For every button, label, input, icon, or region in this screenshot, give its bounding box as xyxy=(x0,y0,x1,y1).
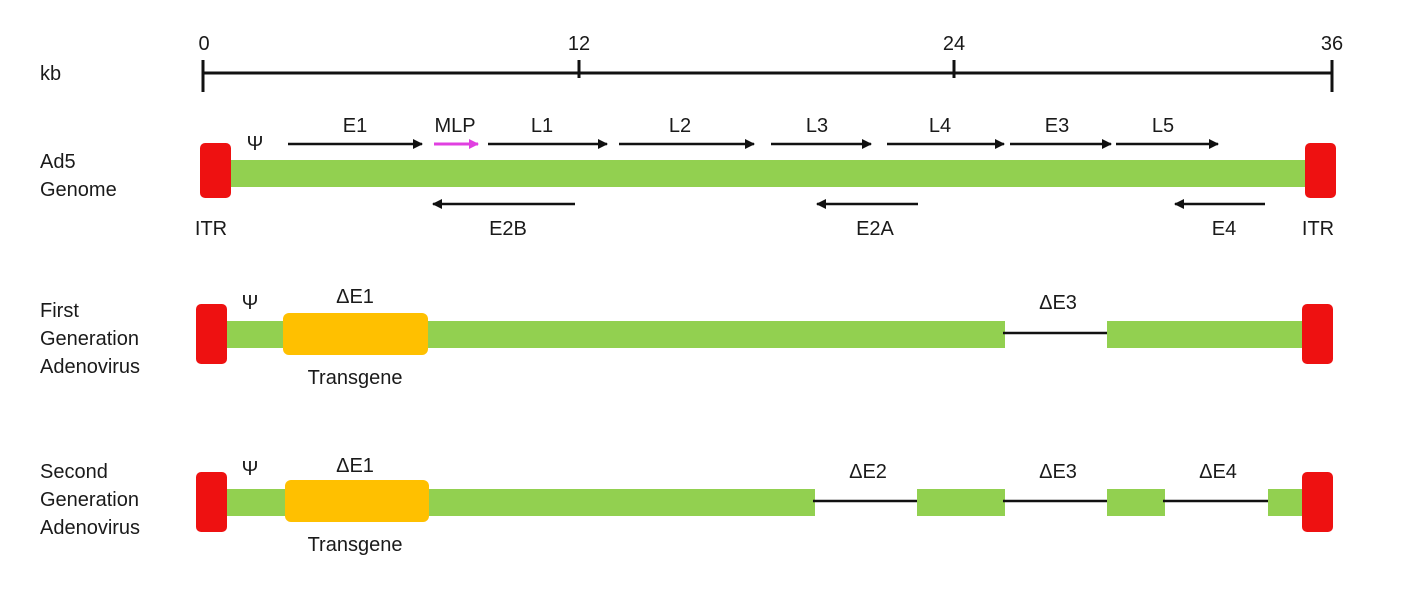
second-genome-bar-3 xyxy=(1107,489,1165,516)
second-itr-right xyxy=(1302,472,1333,532)
first-delta-e1-label: ΔE1 xyxy=(336,286,374,308)
second-generation-row: Second Generation Adenovirus Ψ ΔE1 ΔE2 Δ… xyxy=(40,455,1333,556)
ad5-genome-bar xyxy=(228,160,1310,187)
e4-label: E4 xyxy=(1212,218,1236,240)
second-label-line-1: Second xyxy=(40,461,108,483)
mlp-label: MLP xyxy=(434,115,475,137)
e3-label: E3 xyxy=(1045,115,1069,137)
ad5-genome-row: Ad5 Genome ITR ITR Ψ E1 MLP L1 L2 L3 L4 … xyxy=(40,115,1336,240)
ad5-label-line-1: Ad5 xyxy=(40,151,76,173)
first-delta-e3-label: ΔE3 xyxy=(1039,292,1077,314)
first-psi-label: Ψ xyxy=(242,292,259,314)
e2b-label: E2B xyxy=(489,218,527,240)
ad5-itr-left xyxy=(200,143,231,198)
l3-label: L3 xyxy=(806,115,828,137)
first-generation-row: First Generation Adenovirus Ψ ΔE1 ΔE3 Tr… xyxy=(40,286,1333,389)
first-label-line-1: First xyxy=(40,300,79,322)
scale-tick-label-24: 24 xyxy=(943,33,965,55)
ad5-itr-right xyxy=(1305,143,1336,198)
first-itr-right xyxy=(1302,304,1333,364)
first-transgene-label: Transgene xyxy=(308,367,403,389)
l4-label: L4 xyxy=(929,115,951,137)
second-genome-bar-2 xyxy=(917,489,1005,516)
ad5-psi-label: Ψ xyxy=(247,133,264,155)
first-itr-left xyxy=(196,304,227,364)
second-transgene-box xyxy=(285,480,429,522)
second-delta-e3-label: ΔE3 xyxy=(1039,461,1077,483)
second-delta-e4-label: ΔE4 xyxy=(1199,461,1237,483)
scale-tick-label-36: 36 xyxy=(1321,33,1343,55)
kb-scale: kb 0 12 24 36 xyxy=(40,33,1343,92)
second-label-line-2: Generation xyxy=(40,489,139,511)
kb-unit-label: kb xyxy=(40,63,61,85)
first-genome-bar-right xyxy=(1107,321,1307,348)
e2a-label: E2A xyxy=(856,218,894,240)
scale-tick-label-12: 12 xyxy=(568,33,590,55)
l2-label: L2 xyxy=(669,115,691,137)
second-delta-e1-label: ΔE1 xyxy=(336,455,374,477)
second-genome-bar-4 xyxy=(1268,489,1306,516)
l5-label: L5 xyxy=(1152,115,1174,137)
first-transgene-box xyxy=(283,313,428,355)
first-label-line-3: Adenovirus xyxy=(40,356,140,378)
scale-tick-label-0: 0 xyxy=(198,33,209,55)
second-transgene-label: Transgene xyxy=(308,534,403,556)
first-label-line-2: Generation xyxy=(40,328,139,350)
e1-label: E1 xyxy=(343,115,367,137)
l1-label: L1 xyxy=(531,115,553,137)
ad5-label-line-2: Genome xyxy=(40,179,117,201)
ad5-itr-right-label: ITR xyxy=(1302,218,1334,240)
second-psi-label: Ψ xyxy=(242,458,259,480)
second-delta-e2-label: ΔE2 xyxy=(849,461,887,483)
ad5-itr-left-label: ITR xyxy=(195,218,227,240)
second-itr-left xyxy=(196,472,227,532)
second-label-line-3: Adenovirus xyxy=(40,517,140,539)
